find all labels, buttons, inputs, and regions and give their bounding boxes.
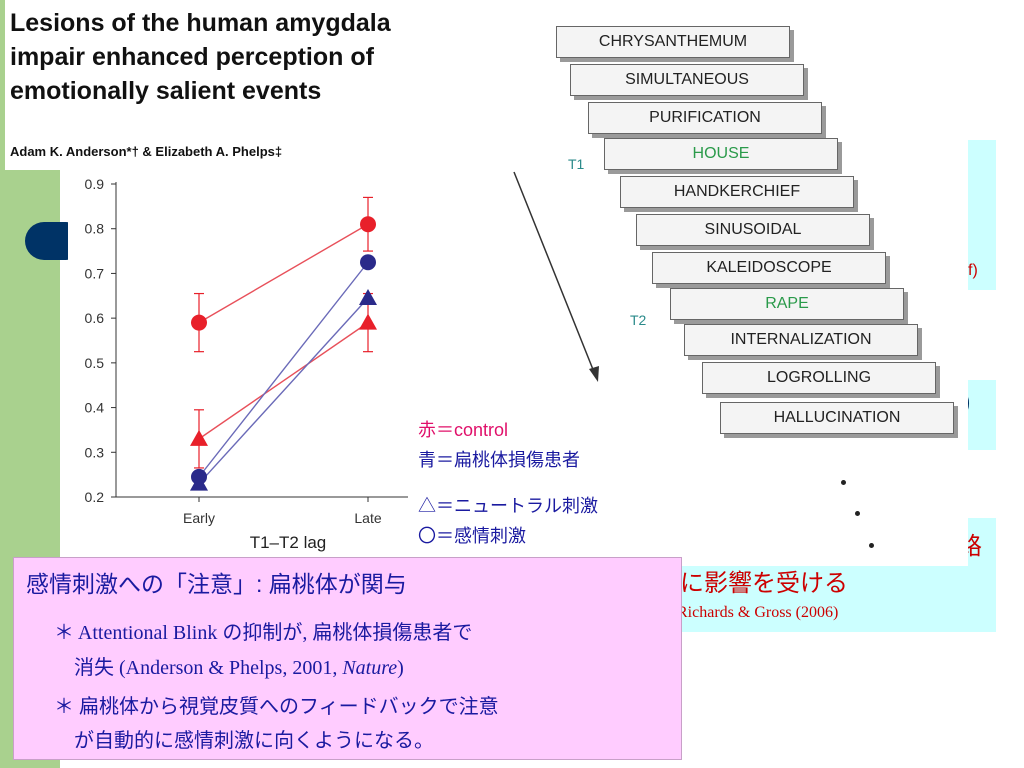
word-card: SINUSOIDAL: [636, 214, 870, 246]
continuation-dot: [869, 543, 874, 548]
series-line: [198, 223, 369, 324]
word-card: INTERNALIZATION: [684, 324, 918, 356]
chart-plot: [190, 196, 377, 491]
paper-title-line: emotionally salient events: [10, 77, 322, 105]
y-tick-label: 0.8: [85, 221, 105, 237]
word-card: HANDKERCHIEF: [620, 176, 854, 208]
y-tick-label: 0.5: [85, 355, 105, 371]
background-text-fragment: f): [968, 262, 978, 279]
word-card-target-t1: HOUSE: [604, 138, 838, 170]
summary-box: [13, 557, 682, 760]
series-line: [198, 297, 369, 485]
y-tick-label: 0.6: [85, 310, 105, 326]
word-card: SIMULTANEOUS: [570, 64, 804, 96]
arrow: [513, 171, 599, 382]
paper-title-line: Lesions of the human amygdala: [10, 9, 391, 37]
journal-name: Nature: [342, 657, 398, 679]
y-tick-label: 0.9: [85, 176, 105, 192]
word-card-target-t2: RAPE: [670, 288, 904, 320]
summary-bullet-1-cont: 消失 (Anderson & Phelps, 2001, Nature): [74, 651, 404, 680]
data-point-triangle: [359, 313, 377, 330]
summary-text: ): [397, 657, 404, 679]
word-card: HALLUCINATION: [720, 402, 954, 434]
t2-label: T2: [630, 312, 647, 328]
paper-authors: Adam K. Anderson*† & Elizabeth A. Phelps…: [10, 144, 283, 159]
summary-text: 消失 (Anderson & Phelps, 2001,: [74, 657, 343, 679]
background-panel: [968, 140, 996, 290]
series-line: [198, 322, 369, 440]
paper-header: [5, 0, 360, 170]
summary-bullet-2: ＊ 扁桃体から視覚皮質へのフィードバックで注意: [54, 696, 499, 718]
word-card: KALEIDOSCOPE: [652, 252, 886, 284]
t1-label: T1: [568, 156, 585, 172]
word-card: LOGROLLING: [702, 362, 936, 394]
summary-bullet-2-cont: が自動的に感情刺激に向くようになる。: [74, 730, 434, 752]
word-card: PURIFICATION: [588, 102, 822, 134]
legend-red: 赤＝control: [418, 420, 509, 440]
citation: Richards & Gross (2006): [677, 604, 839, 621]
x-tick-label: Late: [354, 510, 381, 526]
y-tick-label: 0.7: [85, 265, 105, 281]
background-text-fragment: に影響を受ける: [680, 570, 848, 597]
paper-title: Lesions of the human amygdala impair enh…: [10, 6, 470, 108]
summary-bullet-1: ＊ Attentional Blink の抑制が, 扁桃体損傷患者で: [54, 622, 473, 644]
data-point-circle: [360, 254, 376, 271]
legend-circle: 〇＝感情刺激: [418, 526, 526, 546]
legend-triangle: △＝ニュートラル刺激: [418, 496, 598, 516]
summary-heading: 感情刺激への「注意」: 扁桃体が関与: [26, 571, 407, 597]
data-point-circle: [191, 314, 207, 331]
x-tick-label: Early: [183, 510, 215, 526]
data-point-triangle: [190, 429, 208, 446]
y-tick-label: 0.4: [85, 400, 105, 416]
continuation-dot: [841, 480, 846, 485]
data-point-triangle: [190, 474, 208, 491]
y-tick-label: 0.3: [85, 444, 105, 460]
background-panel-2: [968, 380, 996, 450]
x-axis-label: T1–T2 lag: [250, 533, 327, 552]
word-card: CHRYSANTHEMUM: [556, 26, 790, 58]
data-point-circle: [360, 216, 376, 233]
paper-title-line: impair enhanced perception of: [10, 43, 374, 71]
data-point-triangle: [359, 289, 377, 306]
legend-blue: 青＝扁桃体損傷患者: [418, 450, 580, 470]
continuation-dot: [855, 511, 860, 516]
y-tick-label: 0.2: [85, 489, 105, 505]
series-line: [198, 261, 369, 478]
